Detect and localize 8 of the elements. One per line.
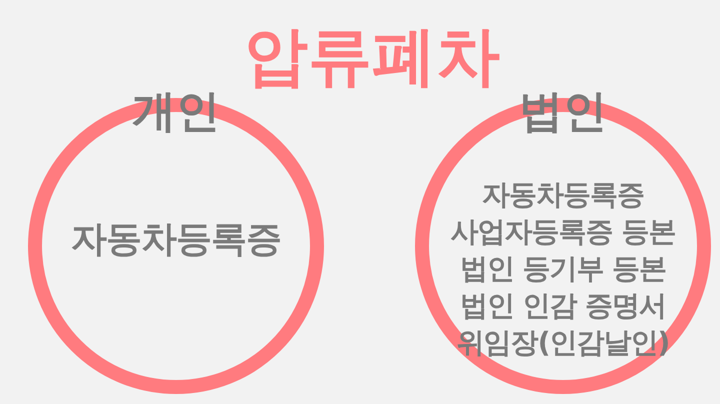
- document-item: 법인 인감 증명서: [460, 288, 666, 324]
- title: 압류폐차: [244, 22, 500, 92]
- document-item: 법인 등기부 등본: [460, 250, 666, 286]
- circle-node: [414, 90, 712, 394]
- circle-node: [28, 90, 324, 394]
- document-item: 자동차등록증: [482, 176, 644, 212]
- document-item: 자동차등록증: [71, 219, 281, 261]
- document-item: 사업자등록증 등본: [450, 214, 676, 250]
